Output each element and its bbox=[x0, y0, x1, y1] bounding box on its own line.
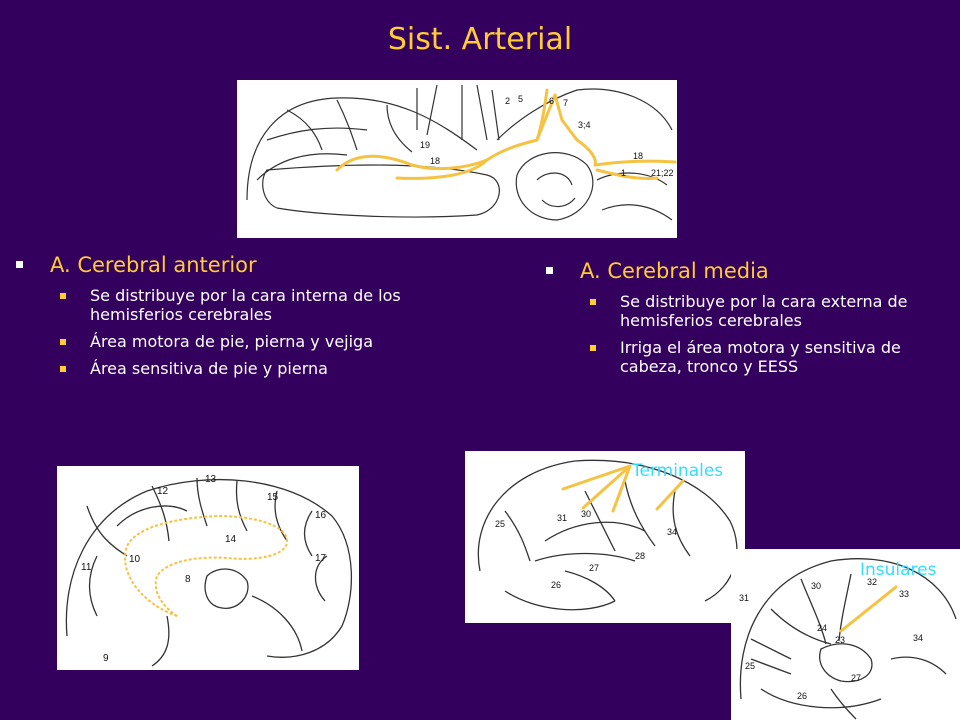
list-item: Se distribuye por la cara externa de hem… bbox=[590, 292, 946, 330]
fig-num: 16 bbox=[315, 510, 327, 521]
fig-num: 13 bbox=[205, 474, 217, 485]
fig-num: 26 bbox=[551, 580, 561, 590]
fig-num: 17 bbox=[315, 553, 327, 564]
list-item: Área motora de pie, pierna y vejiga bbox=[60, 332, 436, 351]
bullet-marker bbox=[60, 293, 66, 299]
insulares-label: Insulares bbox=[860, 560, 937, 580]
fig-num: 9 bbox=[103, 653, 109, 664]
bullet-marker bbox=[60, 339, 66, 345]
fig-num: 18 bbox=[633, 151, 643, 161]
medial-brain-illustration: 12 13 15 14 16 17 10 11 8 9 bbox=[65, 474, 353, 667]
left-heading-item: A. Cerebral anterior bbox=[16, 252, 436, 278]
lateral-brain-illustration: 31 30 25 28 27 26 34 bbox=[477, 459, 738, 611]
insular-brain-illustration: 31 30 32 33 24 23 34 25 26 27 bbox=[739, 558, 957, 720]
fig-num: 34 bbox=[667, 527, 677, 537]
fig-num: 27 bbox=[589, 563, 599, 573]
fig-num: 26 bbox=[797, 691, 807, 701]
fig-num: 31 bbox=[739, 593, 749, 603]
right-heading: A. Cerebral media bbox=[580, 259, 769, 283]
bullet-marker bbox=[590, 345, 596, 351]
fig-num: 33 bbox=[899, 589, 909, 599]
fig-num: 30 bbox=[811, 581, 821, 591]
right-column: A. Cerebral media Se distribuye por la c… bbox=[546, 258, 946, 384]
fig-num: 24 bbox=[817, 623, 827, 633]
fig-num: 27 bbox=[851, 673, 861, 683]
lateral-brain-figure: 31 30 25 28 27 26 34 bbox=[465, 451, 745, 623]
bullet-marker bbox=[546, 267, 553, 274]
brain-base-illustration: 2 5 6 7 3;4 19 18 18 21;22 1 bbox=[246, 84, 677, 221]
bullet-marker bbox=[16, 261, 23, 268]
fig-num: 14 bbox=[225, 534, 237, 545]
fig-num: 1 bbox=[621, 168, 626, 178]
fig-num: 30 bbox=[581, 509, 591, 519]
bullet-marker bbox=[60, 366, 66, 372]
list-item: Irriga el área motora y sensitiva de cab… bbox=[590, 338, 946, 376]
terminales-label: Terminales bbox=[632, 461, 724, 481]
right-heading-item: A. Cerebral media bbox=[546, 258, 946, 284]
fig-num: 32 bbox=[867, 577, 877, 587]
left-column: A. Cerebral anterior Se distribuye por l… bbox=[16, 252, 436, 386]
medial-brain-figure: 12 13 15 14 16 17 10 11 8 9 bbox=[57, 466, 359, 670]
fig-num: 2 bbox=[505, 96, 510, 106]
fig-num: 31 bbox=[557, 513, 567, 523]
fig-num: 21;22 bbox=[651, 168, 674, 178]
fig-num: 10 bbox=[129, 554, 141, 565]
brain-base-figure: 2 5 6 7 3;4 19 18 18 21;22 1 bbox=[237, 80, 677, 238]
list-item: Se distribuye por la cara interna de los… bbox=[60, 286, 436, 324]
fig-num: 7 bbox=[563, 98, 568, 108]
bullet-marker bbox=[590, 299, 596, 305]
fig-num: 3;4 bbox=[578, 120, 591, 130]
fig-num: 6 bbox=[549, 96, 554, 106]
left-subitems: Se distribuye por la cara interna de los… bbox=[16, 286, 436, 378]
fig-num: 11 bbox=[81, 562, 92, 573]
fig-num: 12 bbox=[157, 486, 169, 497]
slide-title: Sist. Arterial bbox=[387, 22, 573, 57]
fig-num: 8 bbox=[185, 574, 191, 585]
fig-num: 25 bbox=[745, 661, 755, 671]
fig-num: 23 bbox=[835, 635, 845, 645]
list-item: Área sensitiva de pie y pierna bbox=[60, 359, 436, 378]
insular-brain-figure: 31 30 32 33 24 23 34 25 26 27 bbox=[731, 549, 960, 720]
fig-num: 15 bbox=[267, 492, 279, 503]
fig-num: 18 bbox=[430, 156, 440, 166]
left-heading: A. Cerebral anterior bbox=[50, 253, 257, 277]
fig-num: 28 bbox=[635, 551, 645, 561]
fig-num: 34 bbox=[913, 633, 923, 643]
fig-num: 5 bbox=[518, 94, 523, 104]
fig-num: 25 bbox=[495, 519, 505, 529]
fig-num: 19 bbox=[420, 140, 430, 150]
right-subitems: Se distribuye por la cara externa de hem… bbox=[546, 292, 946, 376]
